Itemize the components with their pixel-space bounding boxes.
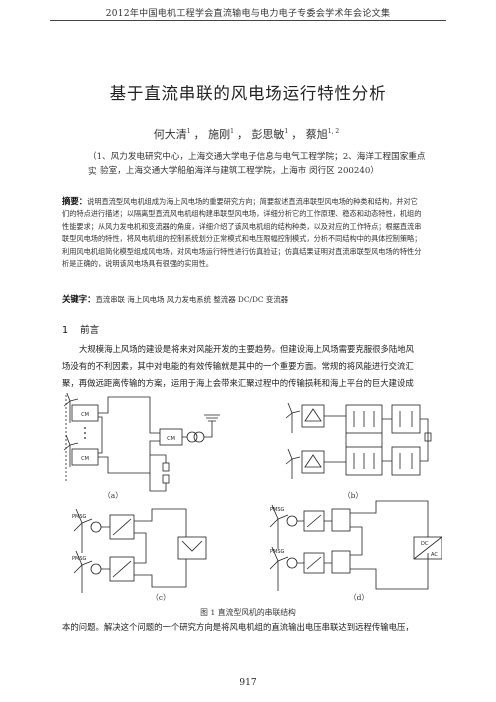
igbt-symbol xyxy=(181,540,203,552)
resistor xyxy=(424,432,432,442)
wind-turbine-icon xyxy=(73,508,93,553)
section-title: 前言 xyxy=(80,325,100,336)
subfigure-label-d: （d） xyxy=(349,593,369,602)
dc-dc-module xyxy=(331,550,351,574)
keywords-label: 关键字： xyxy=(62,294,96,304)
section-number: 1 xyxy=(62,325,69,336)
subfigure-d: PMSG PMSG DC AC xyxy=(269,500,442,591)
author-line: 何大清1， 施刚1， 彭思敏1， 蔡旭1, 2 xyxy=(153,128,340,141)
abstract-line: 说明直流型风电机组成为海上风电场的重要研究方向；简要叙述直流串联型风电场的种类和… xyxy=(87,197,418,206)
converter-diagonal xyxy=(413,536,442,560)
converter-label: CM xyxy=(167,436,175,442)
wind-turbine-icon xyxy=(269,546,289,591)
abstract-line: 性能要求；从风力发电机和变流器的角度，详细介绍了该风电机组的结构种类，以及对应的… xyxy=(62,221,422,231)
abstract-line: 联型风电场的特性，将风电机组的控制系统划分正常模式和电压限幅控制模式，分析不同结… xyxy=(62,234,422,244)
subfigure-c: PMSG PMSG xyxy=(72,508,207,593)
section-heading: 1 前言 xyxy=(62,322,99,336)
intro-paragraph: 大规模海上风场的建设是将来对风能开发的主要趋势。但建设海上风场需要克服很多陆地风… xyxy=(62,341,436,392)
converter-diagonal xyxy=(112,560,132,578)
inverter-box xyxy=(177,536,207,560)
paragraph-line: 场没有的不利因素，其中对电能的有效传输就是其中的一个重要方面。常规的将风能进行交… xyxy=(62,361,414,371)
subfigure-label-b: （b） xyxy=(343,491,363,500)
author-affil-mark: 1 xyxy=(230,128,234,135)
author-affil-mark: 1 xyxy=(284,128,289,135)
author-name: 彭思敏 xyxy=(251,128,285,141)
generator-symbol xyxy=(90,521,102,533)
page-number: 917 xyxy=(239,678,257,688)
author-name: 何大清 xyxy=(153,128,187,141)
author-name: 施刚 xyxy=(208,128,231,141)
converter-diagonal xyxy=(112,518,132,536)
grid-symbol xyxy=(204,414,220,422)
converter-diagonal xyxy=(306,514,322,528)
affiliation-line-1: （1、风力发电研究中心，上海交通大学电子信息与电气工程学院；2、海洋工程国家重点… xyxy=(88,152,426,177)
figure-1-circuit-diagrams: CM CM CM xyxy=(63,393,442,593)
subfigure-label-a: （a） xyxy=(103,491,123,500)
keywords-text: 直流串联 海上风电场 风力发电系统 整流器 DC/DC 变流器 xyxy=(95,295,289,304)
converter-label: CM xyxy=(81,412,89,418)
paper-title: 基于直流串联的风电场运行特性分析 xyxy=(109,84,387,103)
diode-symbol xyxy=(304,454,322,468)
wind-turbine-icon xyxy=(269,504,289,549)
generator-symbol xyxy=(286,557,298,569)
wind-turbine-icon xyxy=(285,448,301,479)
author-name: 蔡旭 xyxy=(305,128,328,141)
diode-symbol xyxy=(304,408,322,422)
pmsg-label: PMSG xyxy=(270,507,285,513)
generator-symbol xyxy=(286,515,298,527)
subfigure-b xyxy=(285,402,432,479)
figure-caption: 图 1 直流型风机的串联结构 xyxy=(200,608,296,617)
subfigure-a: CM CM CM xyxy=(63,393,220,492)
affiliation-line-2: 验室，上海交通大学船舶海洋与建筑工程学院，上海市 闵行区 200240） xyxy=(100,166,379,176)
dcac-top-label: DC xyxy=(421,541,429,547)
dcac-bottom-label: AC xyxy=(431,552,438,558)
author-affil-mark: 1 xyxy=(186,128,191,135)
resistor xyxy=(162,474,170,484)
abstract-label: 摘要： xyxy=(62,196,88,206)
subfigure-label-c: （c） xyxy=(151,593,171,602)
running-header: 2012年中国电机工程学会直流输电与电力电子专委会学术年会论文集 xyxy=(105,9,391,19)
h-bridge-module xyxy=(391,404,421,434)
abstract-line: 们的特点进行描述；以隔离型直流风电机组构建串联型风电场，详细分析它的工作原理、稳… xyxy=(62,209,422,219)
dc-dc-module xyxy=(331,508,351,532)
transformer-winding xyxy=(193,431,205,443)
keywords: 关键字：直流串联 海上风电场 风力发电系统 整流器 DC/DC 变流器 xyxy=(62,293,436,305)
wind-turbine-icon xyxy=(63,393,79,423)
ellipsis-dots xyxy=(84,427,86,439)
generator-symbol xyxy=(90,563,102,575)
paragraph-line: 聚，再做远距离传输的方案，运用于海上会带来汇聚过程中的传输损耗和海上平台的巨大建… xyxy=(62,378,414,388)
dc-ac-converter-box xyxy=(413,536,442,560)
paragraph-line: 大规模海上风场的建设是将来对风能开发的主要趋势。但建设海上风场需要克服很多陆地风 xyxy=(79,344,414,354)
resistor xyxy=(162,462,170,472)
abstract-line: 利用风电机组简化模型组成风电场，对风电场运行特性进行仿真验证；仿真结果证明对直流… xyxy=(62,246,422,256)
wind-turbine-icon xyxy=(63,434,79,467)
wind-turbine-icon xyxy=(285,402,301,433)
converter-diagonal xyxy=(306,556,322,570)
h-bridge-module xyxy=(391,446,421,476)
header-rule xyxy=(50,20,446,21)
abstract: 摘要：说明直流型风电机组成为海上风电场的重要研究方向；简要叙述直流串联型风电场的… xyxy=(62,195,436,270)
converter-label: CM xyxy=(81,456,89,462)
wind-turbine-icon xyxy=(73,550,93,593)
pmsg-label: PMSG xyxy=(270,549,285,555)
abstract-line: 析是正确的，说明该风电场具有很强的实用性。 xyxy=(62,259,213,269)
after-figure-paragraph: 本的问题。解决这个问题的一个研究方向是将风电机组的直流输出电压串联达到远程传输电… xyxy=(62,622,414,632)
author-affil-mark: 1, 2 xyxy=(327,128,340,135)
